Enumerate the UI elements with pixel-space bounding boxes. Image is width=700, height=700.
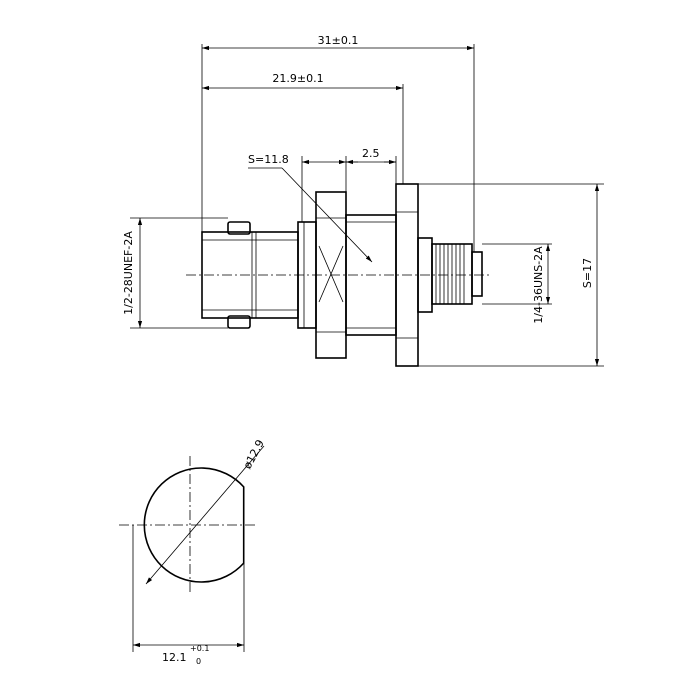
- dimension-sma-thread: 1/4-36UNS-2A: [532, 244, 551, 324]
- dimension-flange-thickness: 2.5: [346, 147, 396, 165]
- flange-hex-label: S=17: [581, 258, 594, 288]
- cutout-width-label: 12.1: [162, 651, 187, 664]
- cutout-tol-lower-label: 0: [196, 657, 201, 666]
- overall-length-label: 31±0.1: [318, 34, 359, 47]
- sma-thread-label: 1/4-36UNS-2A: [532, 246, 545, 324]
- cutout-tol-upper-label: +0.1: [190, 644, 209, 653]
- dimension-flange-hex: S=17: [581, 184, 600, 366]
- panel-cutout-view: ø12.9 12.1 +0.1 0: [119, 438, 267, 666]
- extension-lines: [130, 44, 604, 367]
- dimension-bnc-thread: 1/2-28UNEF-2A: [122, 218, 143, 328]
- dimension-nut-size: S=11.8: [248, 153, 373, 263]
- dimension-length-to-flange: 21.9±0.1: [202, 72, 403, 91]
- dimension-overall-length: 31±0.1: [202, 34, 474, 51]
- connector-side-view: [186, 183, 490, 367]
- nut-size-label: S=11.8: [248, 153, 289, 166]
- cutout-diameter-label: ø12.9: [241, 438, 267, 472]
- length-to-flange-label: 21.9±0.1: [272, 72, 323, 85]
- bnc-thread-label: 1/2-28UNEF-2A: [122, 231, 135, 315]
- flange-thickness-label: 2.5: [362, 147, 380, 160]
